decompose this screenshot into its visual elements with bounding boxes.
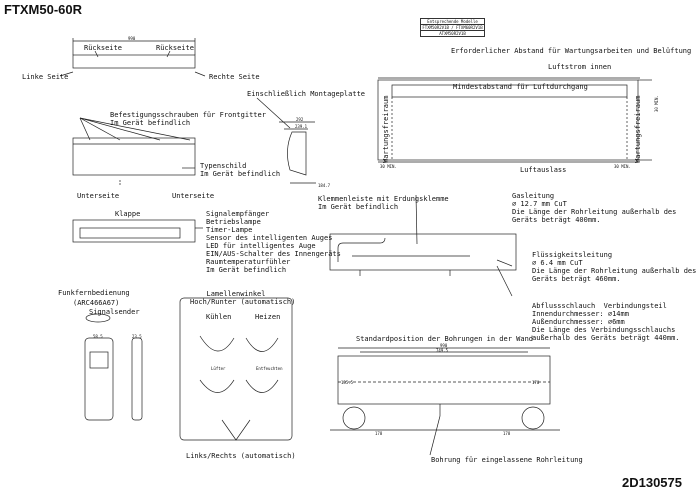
mounting-plate bbox=[337, 355, 551, 405]
bottom-dimension: 184.7 bbox=[318, 183, 331, 188]
models-table: Entsprechende Modelle FTXM50R2V1B / FTXM… bbox=[420, 18, 485, 37]
unit-side-profile bbox=[287, 131, 307, 176]
unit-underside-view bbox=[72, 219, 196, 243]
wall-holes-title: Standardposition der Bohrungen in der Wa… bbox=[356, 335, 534, 343]
clearance-dim-right: 30 MIN. bbox=[614, 164, 631, 169]
louver-angle-title: Lamellenwinkel Hoch/Runter (automatisch) bbox=[190, 290, 296, 306]
wall-hole-left bbox=[342, 406, 366, 430]
airflow-in-label: Luftstrom innen bbox=[548, 63, 612, 71]
underside-label-left: Unterseite bbox=[77, 192, 120, 200]
remote-side bbox=[131, 337, 143, 421]
front-grille-screws-note: Befestigungsschrauben für Frontgitter Im… bbox=[110, 111, 266, 127]
underside-label-right: Unterseite bbox=[172, 192, 215, 200]
wall-total-dim: 990 bbox=[440, 343, 448, 348]
depth-dimension: 292 bbox=[296, 117, 304, 122]
wall-right-offset: 170 bbox=[532, 380, 540, 385]
indicators-list: Signalempfänger Betriebslampe Timer-Lamp… bbox=[206, 210, 341, 274]
unit-top-view bbox=[72, 54, 196, 69]
air-outlet-label: Luftauslass bbox=[520, 166, 567, 174]
models-table-header: Entsprechende Modelle bbox=[421, 19, 484, 25]
leader-left-side bbox=[59, 71, 74, 77]
terminal-block-note: Klemmenleiste mit Erdungsklemme Im Gerät… bbox=[318, 195, 449, 211]
wall-right-hole-dim: 178 bbox=[503, 431, 511, 436]
clearance-dim-left: 30 MIN. bbox=[380, 164, 397, 169]
inner-dimension: 239.1 bbox=[295, 124, 308, 129]
clearance-dim-top: 30 MIN. bbox=[654, 95, 659, 112]
indoor-unit-front bbox=[391, 84, 628, 98]
nameplate-note: Typenschild Im Gerät befindlich bbox=[200, 162, 281, 178]
models-table-row: ATXM50R2V1B bbox=[439, 31, 466, 36]
drain-hose-note: Abflussschlauch Verbindungsteil Innendur… bbox=[532, 302, 680, 342]
recessed-pipe-hole-label: Bohrung für eingelassene Rohrleitung bbox=[431, 456, 583, 464]
min-distance-label: Mindestabstand für Luftdurchgang bbox=[453, 83, 588, 91]
left-side-label: Linke Seite bbox=[22, 73, 69, 81]
remote-width-dim: 58.5 bbox=[93, 334, 103, 339]
remote-title: Funkfernbedienung bbox=[58, 289, 130, 297]
model-title: FTXM50-60R bbox=[4, 2, 83, 17]
wall-inner-dim: 749.5 bbox=[436, 348, 449, 353]
width-dimension: 990 bbox=[128, 36, 136, 41]
piping-rear-view bbox=[329, 233, 517, 271]
clearance-title: Erforderlicher Abstand für Wartungsarbei… bbox=[451, 47, 692, 55]
wall-hole-right bbox=[521, 406, 545, 430]
wall-left-hole-dim: 178 bbox=[375, 431, 383, 436]
remote-model: (ARC466A67) bbox=[73, 299, 120, 307]
heating-label: Heizen bbox=[255, 313, 281, 321]
liquid-pipe-note: Flüssigkeitsleitung ⌀ 6.4 mm CuT Die Län… bbox=[532, 251, 697, 283]
document-code: 2D130575 bbox=[622, 475, 682, 490]
service-space-left: Wartungsfreiraum bbox=[382, 95, 390, 163]
left-right-label: Links/Rechts (automatisch) bbox=[186, 452, 296, 460]
leader-right-side bbox=[194, 71, 206, 77]
clearance-area bbox=[377, 79, 639, 161]
rear-label-left: Rückseite bbox=[84, 44, 122, 52]
signal-sender-label: Signalsender bbox=[89, 308, 140, 316]
gas-pipe-note: Gasleitung ⌀ 12.7 mm CuT Die Länge der R… bbox=[512, 192, 677, 224]
remote-front bbox=[84, 337, 114, 421]
remote-depth-dim: 23.5 bbox=[132, 334, 142, 339]
cooling-label: Kühlen bbox=[206, 313, 232, 321]
mounting-plate-label: Einschließlich Montageplatte bbox=[247, 90, 366, 98]
right-side-label: Rechte Seite bbox=[209, 73, 260, 81]
dry-label: Entfeuchten bbox=[256, 366, 283, 371]
flap-label: Klappe bbox=[115, 210, 141, 218]
remote-top bbox=[85, 313, 111, 323]
models-table-row: FTXM50R2V1B / FTXM60R2V1B bbox=[421, 25, 484, 31]
wall-left-offset: 135.5 bbox=[341, 380, 354, 385]
service-space-right: Wartungsfreiraum bbox=[634, 95, 642, 163]
fan-label: Lüfter bbox=[211, 366, 226, 371]
unit-front-view bbox=[72, 137, 196, 176]
rear-label-right: Rückseite bbox=[156, 44, 194, 52]
